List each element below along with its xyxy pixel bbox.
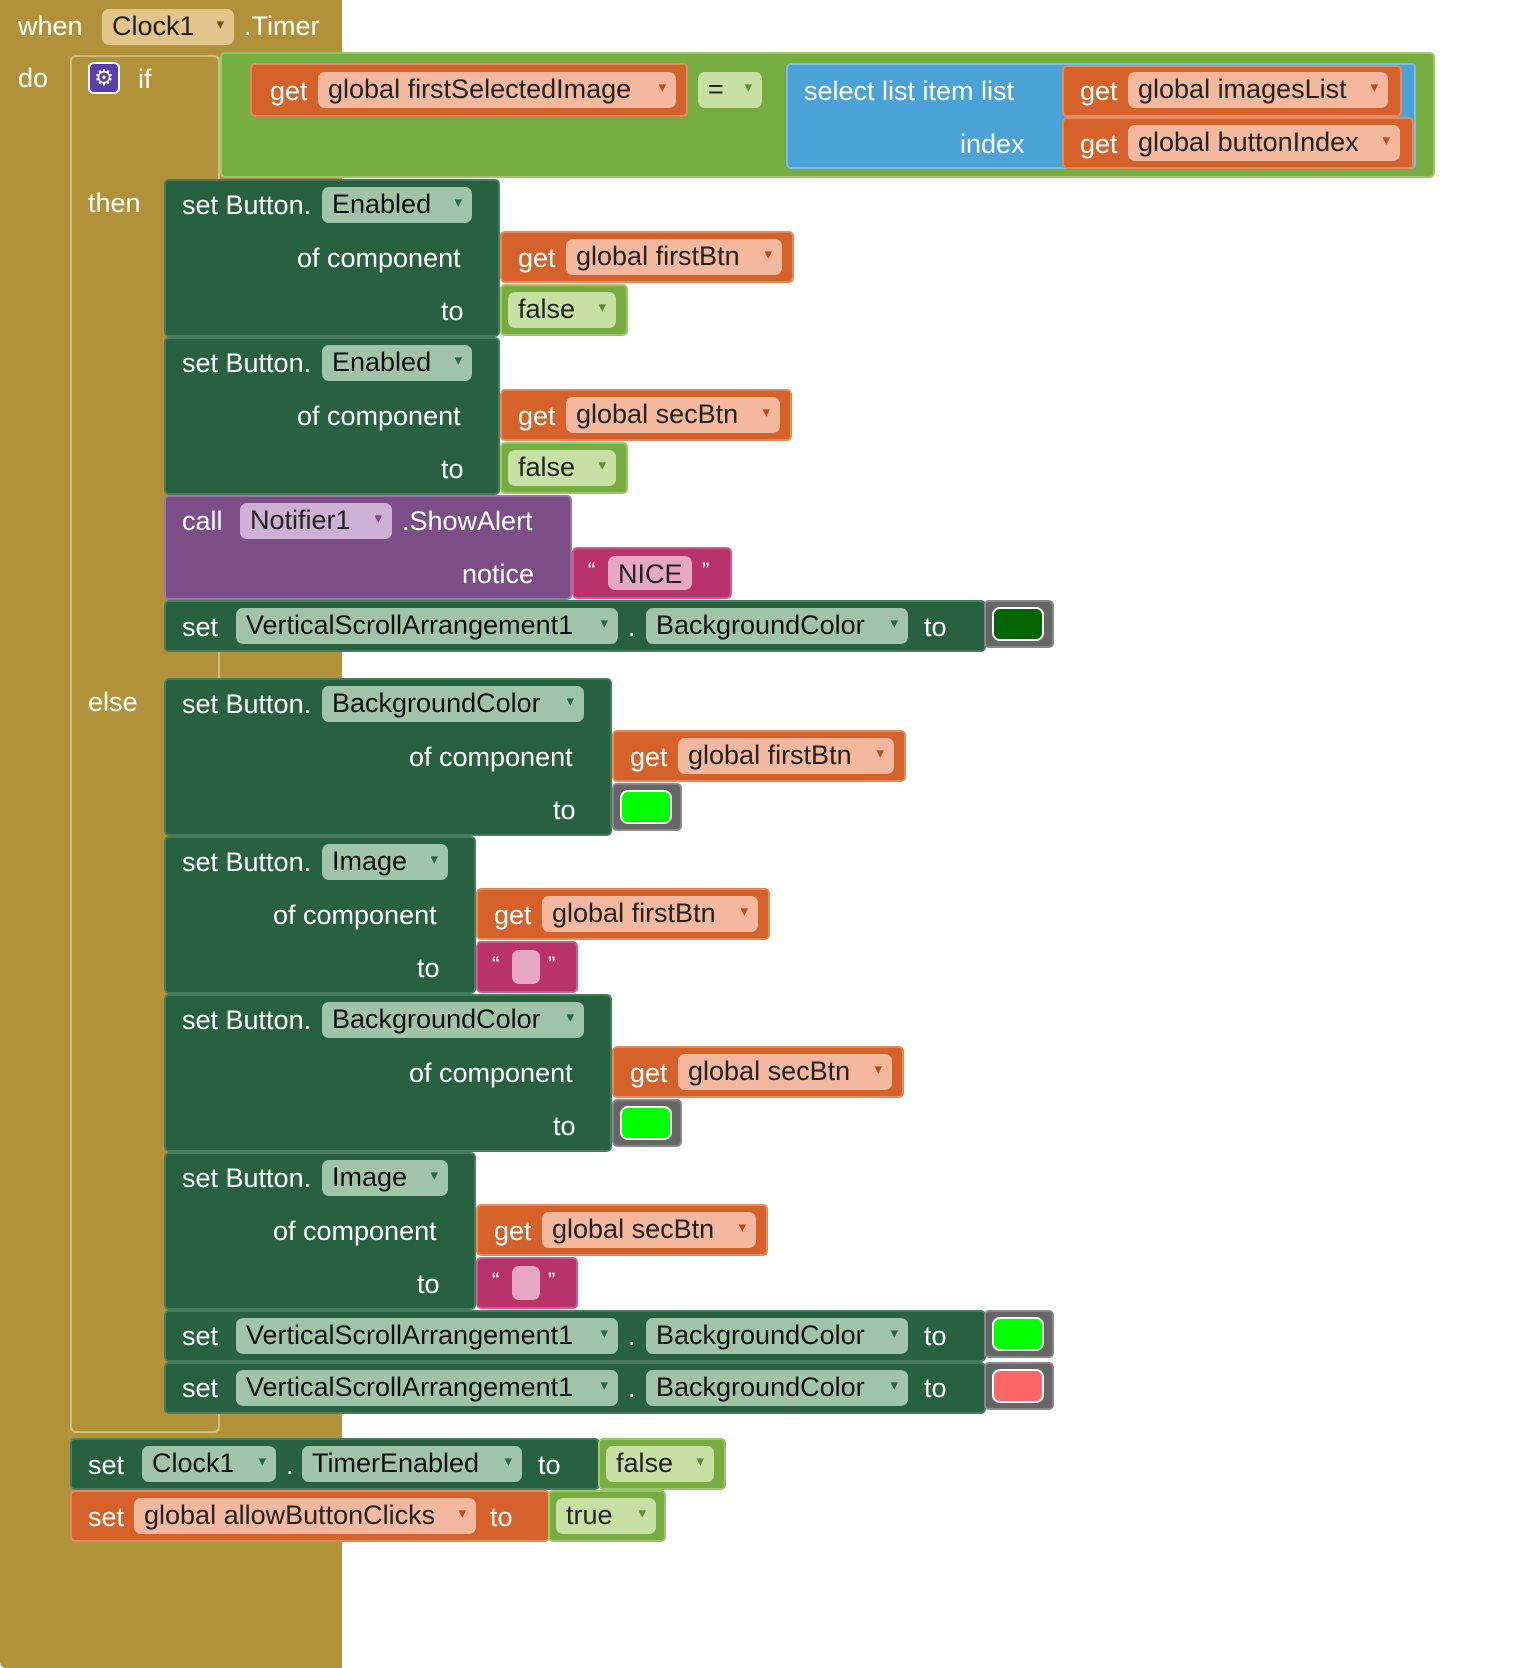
arrangement-property-dropdown[interactable]: BackgroundColor: [646, 608, 908, 644]
arrangement-property-dropdown[interactable]: BackgroundColor: [646, 1370, 908, 1406]
dot-label: .: [628, 612, 636, 642]
of-component-label: of component: [297, 401, 461, 431]
empty-text-field[interactable]: [512, 950, 540, 984]
set-button-label: set Button.: [182, 190, 312, 220]
of-component-label: of component: [297, 243, 461, 273]
timer-event-label: .Timer: [244, 11, 320, 41]
button-property-dropdown[interactable]: Enabled: [322, 345, 472, 381]
dark-green-color-swatch[interactable]: [992, 607, 1044, 641]
to-label: to: [441, 454, 464, 484]
set-button-label: set Button.: [182, 689, 312, 719]
set-label: set: [88, 1502, 125, 1532]
light-red-color-swatch[interactable]: [992, 1369, 1044, 1403]
button-property-dropdown[interactable]: BackgroundColor: [322, 686, 584, 722]
clock-component-dropdown[interactable]: Clock1: [142, 1446, 276, 1482]
open-quote: “: [492, 952, 500, 977]
do-label: do: [18, 63, 49, 93]
set-label: set: [88, 1450, 125, 1480]
notifier-component-dropdown[interactable]: Notifier1: [240, 503, 392, 539]
arrangement-property-dropdown[interactable]: BackgroundColor: [646, 1318, 908, 1354]
first-btn-dropdown[interactable]: global firstBtn: [542, 896, 758, 932]
close-quote: ”: [548, 1268, 556, 1293]
button-index-dropdown[interactable]: global buttonIndex: [1128, 125, 1400, 161]
clock-component-dropdown[interactable]: Clock1: [102, 9, 234, 45]
compare-operator-dropdown[interactable]: =: [698, 72, 762, 108]
first-selected-image-dropdown[interactable]: global firstSelectedImage: [318, 72, 676, 108]
to-label: to: [490, 1502, 513, 1532]
set-button-label: set Button.: [182, 847, 312, 877]
to-label: to: [924, 1373, 947, 1403]
false-dropdown[interactable]: false: [508, 292, 616, 328]
to-label: to: [553, 795, 576, 825]
sec-btn-dropdown[interactable]: global secBtn: [542, 1212, 756, 1248]
to-label: to: [417, 1269, 440, 1299]
of-component-label: of component: [273, 1216, 437, 1246]
get-label: get: [630, 1058, 668, 1088]
of-component-label: of component: [409, 1058, 573, 1088]
false-dropdown[interactable]: false: [508, 450, 616, 486]
set-label: set: [182, 1321, 219, 1351]
get-label: get: [1080, 129, 1118, 159]
green-color-swatch[interactable]: [620, 790, 672, 824]
arrangement-component-dropdown[interactable]: VerticalScrollArrangement1: [236, 1370, 618, 1406]
of-component-label: of component: [409, 742, 573, 772]
set-button-label: set Button.: [182, 348, 312, 378]
set-label: set: [182, 612, 219, 642]
to-label: to: [441, 296, 464, 326]
then-label: then: [88, 188, 141, 218]
to-label: to: [553, 1111, 576, 1141]
set-button-label: set Button.: [182, 1005, 312, 1035]
when-label: when: [18, 11, 83, 41]
get-label: get: [518, 243, 556, 273]
button-property-dropdown[interactable]: Enabled: [322, 187, 472, 223]
dot-label: .: [628, 1321, 636, 1351]
allow-button-clicks-dropdown[interactable]: global allowButtonClicks: [134, 1498, 476, 1534]
else-label: else: [88, 687, 138, 717]
close-quote: ”: [548, 952, 556, 977]
to-label: to: [924, 612, 947, 642]
get-label: get: [494, 900, 532, 930]
get-label: get: [630, 742, 668, 772]
open-quote: “: [588, 558, 596, 583]
get-label: get: [270, 76, 308, 106]
get-label: get: [1080, 76, 1118, 106]
of-component-label: of component: [273, 900, 437, 930]
dot-label: .: [286, 1450, 294, 1480]
sec-btn-dropdown[interactable]: global secBtn: [678, 1054, 892, 1090]
notice-label: notice: [462, 559, 535, 589]
if-label: if: [138, 64, 152, 94]
index-label: index: [960, 129, 1025, 159]
dot-label: .: [628, 1373, 636, 1403]
get-label: get: [494, 1216, 532, 1246]
close-quote: ”: [702, 558, 710, 583]
button-property-dropdown[interactable]: BackgroundColor: [322, 1002, 584, 1038]
button-property-dropdown[interactable]: Image: [322, 844, 448, 880]
first-btn-dropdown[interactable]: global firstBtn: [566, 239, 782, 275]
images-list-dropdown[interactable]: global imagesList: [1128, 72, 1388, 108]
open-quote: “: [492, 1268, 500, 1293]
get-label: get: [518, 401, 556, 431]
sec-btn-dropdown[interactable]: global secBtn: [566, 397, 780, 433]
green-color-swatch[interactable]: [992, 1317, 1044, 1351]
true-dropdown[interactable]: true: [556, 1498, 656, 1534]
nice-text-field[interactable]: NICE: [608, 556, 692, 590]
arrangement-component-dropdown[interactable]: VerticalScrollArrangement1: [236, 608, 618, 644]
show-alert-label: .ShowAlert: [402, 506, 533, 536]
to-label: to: [538, 1450, 561, 1480]
gear-icon[interactable]: ⚙: [88, 62, 120, 94]
set-label: set: [182, 1373, 219, 1403]
first-btn-dropdown[interactable]: global firstBtn: [678, 738, 894, 774]
event-body-slot: [68, 1580, 342, 1668]
button-property-dropdown[interactable]: Image: [322, 1160, 448, 1196]
to-label: to: [924, 1321, 947, 1351]
clock-property-dropdown[interactable]: TimerEnabled: [302, 1446, 522, 1482]
select-list-item-label: select list item list: [804, 76, 1015, 106]
set-button-label: set Button.: [182, 1163, 312, 1193]
arrangement-component-dropdown[interactable]: VerticalScrollArrangement1: [236, 1318, 618, 1354]
empty-text-field[interactable]: [512, 1266, 540, 1300]
false-dropdown[interactable]: false: [606, 1446, 714, 1482]
to-label: to: [417, 953, 440, 983]
call-label: call: [182, 506, 223, 536]
green-color-swatch[interactable]: [620, 1106, 672, 1140]
